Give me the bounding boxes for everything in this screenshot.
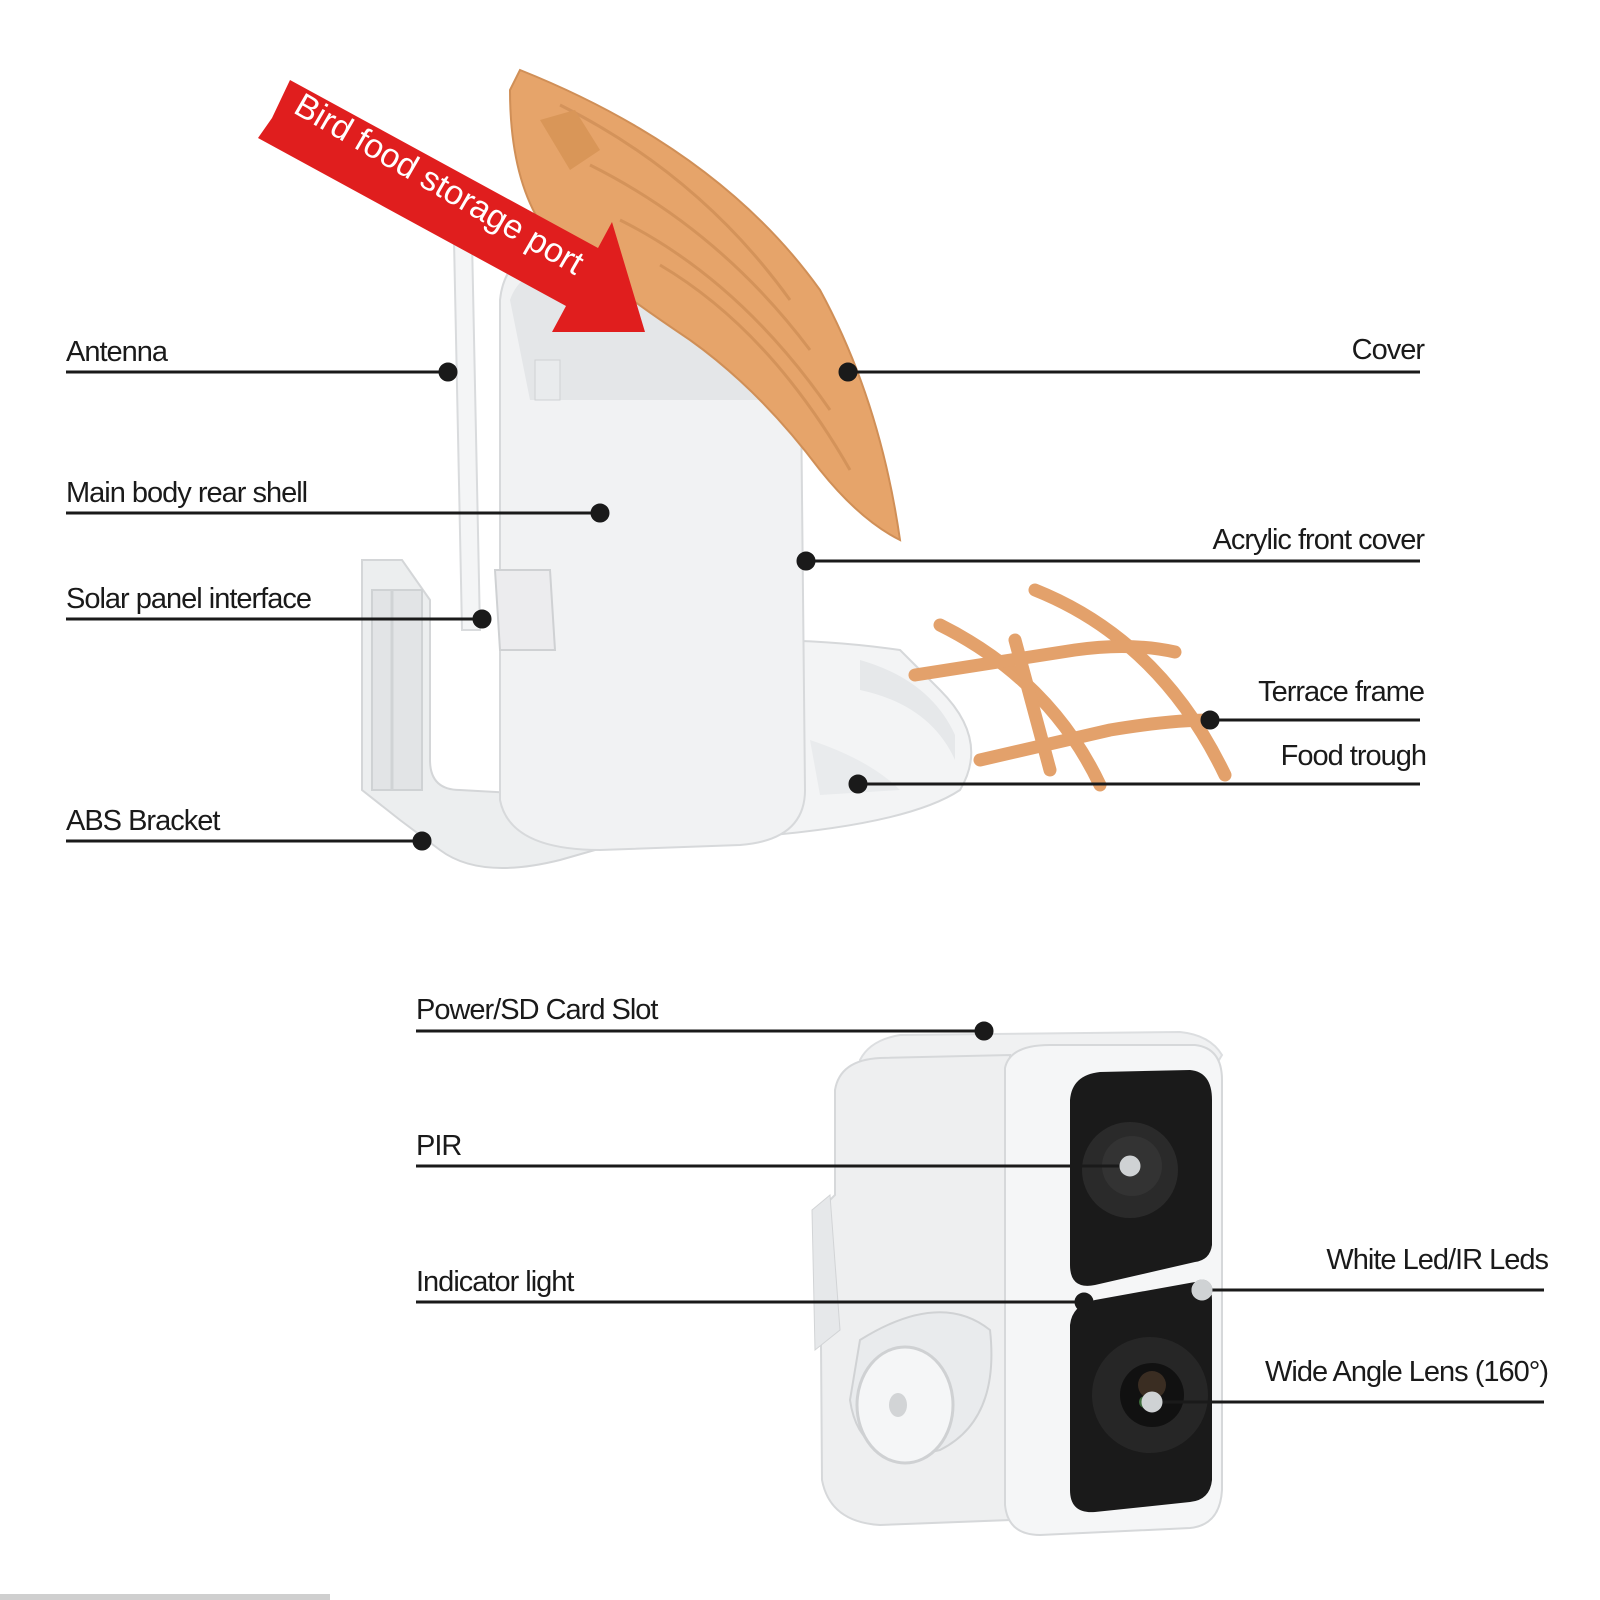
camera-leader-lines <box>416 1021 1544 1413</box>
feeder-leader-lines <box>66 362 1420 851</box>
label-antenna: Antenna <box>66 336 168 368</box>
antenna <box>452 239 482 631</box>
label-power-sd-slot: Power/SD Card Slot <box>416 994 658 1026</box>
label-wide-angle-lens: Wide Angle Lens (160°) <box>1265 1356 1549 1388</box>
label-food-trough: Food trough <box>1280 740 1427 772</box>
label-terrace-frame: Terrace frame <box>1258 676 1425 708</box>
label-acrylic-front-cover: Acrylic front cover <box>1212 524 1425 556</box>
label-indicator-light: Indicator light <box>416 1266 574 1298</box>
label-white-led-ir-leds: White Led/IR Leds <box>1326 1244 1549 1276</box>
label-main-body-rear-shell: Main body rear shell <box>66 477 308 509</box>
label-solar-panel-interface: Solar panel interface <box>66 583 312 615</box>
terrace-frame <box>908 583 1232 792</box>
label-cover: Cover <box>1351 334 1425 366</box>
abs-bracket <box>361 559 704 869</box>
label-abs-bracket: ABS Bracket <box>66 805 220 837</box>
camera <box>811 1030 1224 1537</box>
bottom-strip <box>0 1594 330 1600</box>
label-pir: PIR <box>416 1130 462 1162</box>
